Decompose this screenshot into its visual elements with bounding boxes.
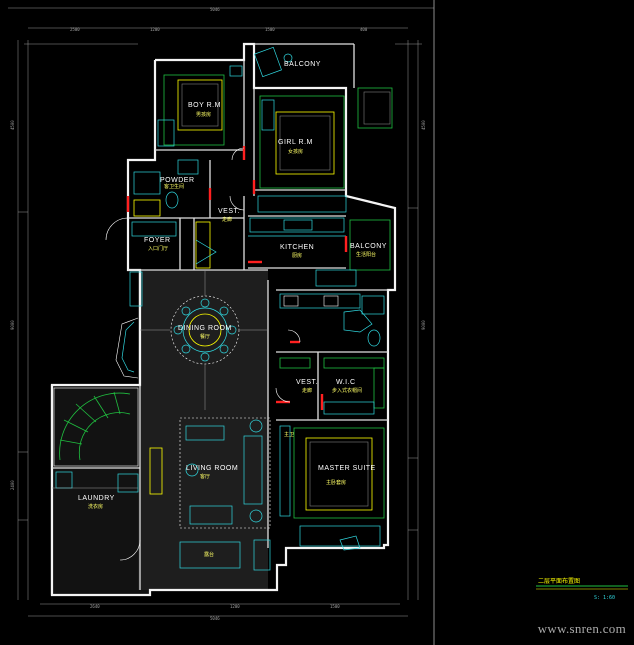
room-label-vest-2-cn: 走廊: [302, 387, 312, 394]
svg-text:4500: 4500: [421, 120, 426, 130]
wic-storage: [279, 357, 385, 415]
room-labels: BALCONY BOY R.M 男孩房 GIRL R.M 女孩房 POWDER …: [78, 61, 387, 558]
master-suite-furniture: [279, 425, 385, 551]
room-label-dining: DINING ROOM: [178, 325, 232, 332]
master-bath-fixtures: [279, 293, 385, 347]
living-room-furniture: [149, 417, 271, 571]
room-label-boy-rm-cn: 男孩房: [196, 111, 211, 118]
drawing-title: 二层平面布置图: [538, 577, 580, 585]
room-label-living: LIVING ROOM: [186, 465, 238, 472]
svg-text:1200: 1200: [230, 604, 240, 609]
svg-text:2500: 2500: [70, 27, 80, 32]
room-label-kitchen-cn: 厨房: [292, 252, 302, 259]
room-label-living-cn: 客厅: [200, 473, 210, 480]
room-label-laundry-cn: 洗衣房: [88, 503, 103, 510]
room-label-kitchen: KITCHEN: [280, 244, 314, 251]
svg-text:4500: 4500: [10, 120, 15, 130]
room-label-boy-rm: BOY R.M: [188, 102, 221, 109]
bay-window-left: [115, 317, 139, 379]
room-label-powder-cn: 客卫生间: [164, 183, 184, 190]
girl-room-furniture: [257, 95, 347, 213]
svg-text:1500: 1500: [265, 27, 275, 32]
interior-walls: [52, 60, 388, 590]
watermark: www.snren.com: [537, 621, 626, 636]
svg-text:2400: 2400: [10, 480, 15, 490]
svg-text:5046: 5046: [210, 7, 220, 12]
door-swings: [105, 147, 301, 561]
powder-room-fixtures: [133, 159, 199, 217]
room-label-vest-1-cn: 走廊: [222, 216, 232, 223]
svg-text:1200: 1200: [150, 27, 160, 32]
room-label-balcony-right-cn: 生活阳台: [356, 251, 376, 258]
kitchen-fixtures: [249, 217, 391, 287]
room-label-girl-rm-cn: 女孩房: [288, 148, 303, 155]
room-label-master-bath-cn: 主卫: [284, 431, 294, 438]
room-label-foyer: FOYER: [144, 237, 171, 244]
interior-fill: [50, 270, 268, 595]
svg-text:5046: 5046: [210, 616, 220, 621]
room-label-balcony-top: BALCONY: [284, 61, 321, 68]
boy-room-furniture: [157, 65, 243, 147]
svg-text:2640: 2640: [90, 604, 100, 609]
room-label-powder: POWDER: [160, 177, 195, 184]
laundry-fixtures: [52, 471, 139, 493]
room-label-foyer-cn: 入口门厅: [148, 245, 168, 252]
foyer-fixtures: [129, 221, 217, 307]
room-label-laundry: LAUNDRY: [78, 495, 115, 502]
room-label-girl-rm: GIRL R.M: [278, 139, 313, 146]
svg-text:400: 400: [360, 27, 368, 32]
room-label-master-cn: 主卧套房: [326, 479, 346, 486]
svg-text:1500: 1500: [330, 604, 340, 609]
drawing-scale: S: 1:60: [594, 595, 615, 601]
title-block: 二层平面布置图 S: 1:60: [536, 577, 628, 601]
svg-text:9000: 9000: [10, 320, 15, 330]
room-label-dining-cn: 餐厅: [200, 333, 210, 340]
room-label-wic: W.I.C: [336, 379, 356, 386]
room-label-terrace-cn: 露台: [204, 551, 214, 558]
door-markers: [126, 146, 348, 410]
exterior-walls: [50, 42, 397, 597]
room-label-wic-cn: 步入式衣帽间: [332, 387, 362, 394]
drawing-frame: 5046 5046 2500 1200 1500 400 2640 1200 1…: [8, 0, 435, 645]
top-balcony-furniture: [254, 46, 293, 78]
spiral-staircase: [53, 387, 139, 467]
room-label-master: MASTER SUITE: [318, 465, 376, 472]
dining-table: [140, 270, 268, 410]
room-label-vest-2: VEST.: [296, 379, 318, 386]
room-label-balcony-right: BALCONY: [350, 243, 387, 250]
room-label-vest-1: VEST.: [218, 208, 240, 215]
svg-text:9000: 9000: [421, 320, 426, 330]
